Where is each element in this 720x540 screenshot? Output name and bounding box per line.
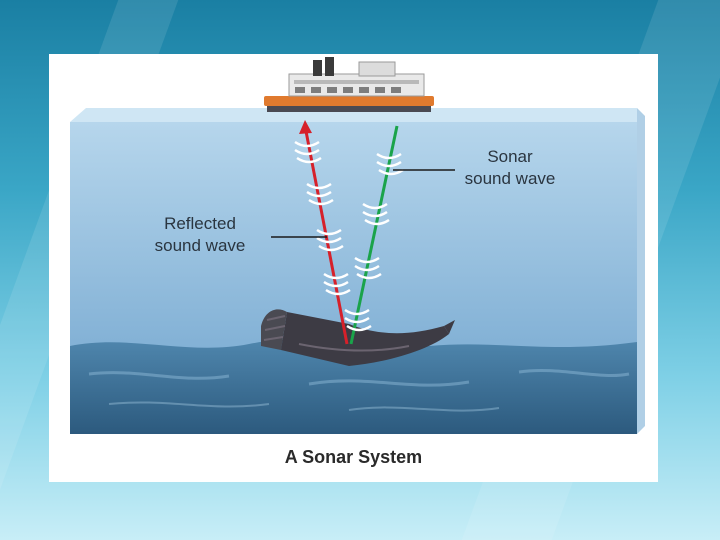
sonar-label-line1: Sonar	[455, 146, 565, 168]
reflected-label-line1: Reflected	[145, 213, 255, 235]
boat-icon	[264, 57, 434, 112]
sonar-diagram	[49, 54, 658, 482]
sonar-wave-label: Sonar sound wave	[455, 146, 565, 190]
reflected-wave-label: Reflected sound wave	[145, 213, 255, 257]
sonar-label-line2: sound wave	[455, 168, 565, 190]
diagram-panel: Sonar sound wave Reflected sound wave A …	[49, 54, 658, 482]
reflected-label-line2: sound wave	[145, 235, 255, 257]
figure-caption: A Sonar System	[49, 447, 658, 468]
